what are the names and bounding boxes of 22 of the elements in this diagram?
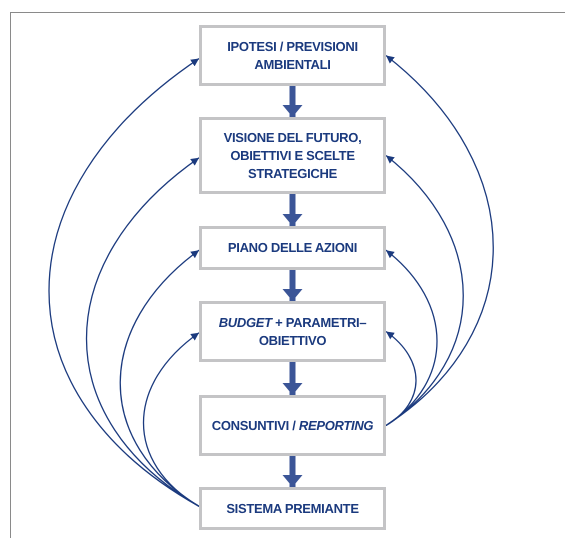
- box-label: VISIONE DEL FUTURO, OBIETTIVI E SCELTE STRATEGICHE: [222, 128, 362, 182]
- process-box: [199, 395, 386, 456]
- box-label: PIANO DELLE AZIONI: [226, 239, 358, 257]
- flow-arrow: [282, 362, 302, 395]
- flow-arrow: [282, 194, 302, 226]
- flow-arrow: [282, 456, 302, 487]
- process-box: [199, 226, 386, 270]
- feedback-arrow: [86, 157, 200, 507]
- process-box: [199, 117, 386, 194]
- box-label: IPOTESI / PREVISIONI AMBIENTALI: [226, 38, 359, 74]
- feedback-arrow: [48, 58, 200, 507]
- feedback-arrow: [386, 331, 417, 426]
- feedback-arrow: [386, 250, 438, 426]
- flow-arrow: [282, 86, 302, 117]
- flow-arrow: [282, 270, 302, 301]
- process-box: [199, 301, 386, 362]
- box-label: SISTEMA PREMIANTE: [225, 500, 360, 518]
- feedback-arrow: [142, 332, 200, 507]
- box-label: BUDGET + PARAMETRI–OBIETTIVO: [218, 314, 368, 350]
- process-box: [199, 487, 386, 530]
- process-box: [199, 25, 386, 86]
- box-label: CONSUNTIVI / REPORTING: [210, 416, 374, 434]
